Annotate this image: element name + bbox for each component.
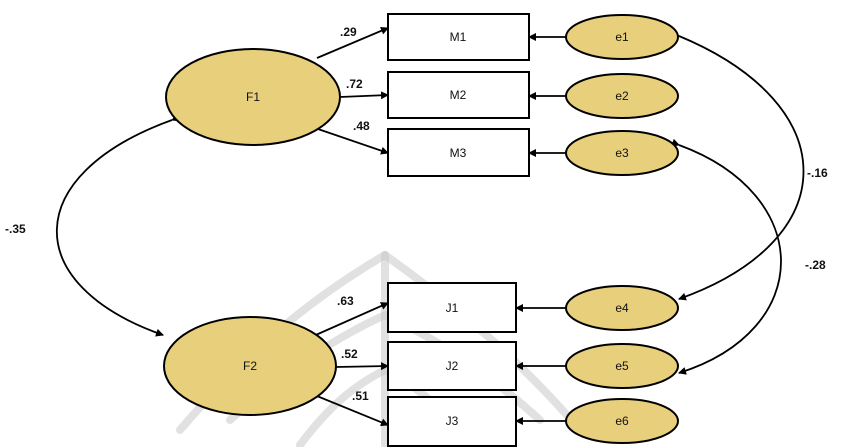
error-term-e4: e4 [565, 285, 679, 331]
observed-variable-m2: M2 [387, 71, 530, 119]
error-term-e1-label: e1 [615, 30, 629, 44]
loading-path-f1-m2 [339, 91, 389, 100]
latent-factor-f2: F2 [163, 316, 337, 416]
observed-variable-m2-label: M2 [450, 88, 467, 102]
loading-path-f2-j1 [308, 302, 389, 339]
loading-label-f1-m1: .29 [340, 25, 357, 39]
error-term-e3: e3 [565, 130, 679, 176]
error-term-e4-label: e4 [615, 301, 629, 315]
loading-path-f2-j2 [335, 362, 389, 371]
observed-variable-m1-label: M1 [450, 30, 467, 44]
latent-factor-f1: F1 [165, 48, 341, 146]
error-term-e1: e1 [565, 14, 679, 60]
covariance-label-f1-f2: -.35 [5, 222, 26, 236]
observed-variable-m1: M1 [387, 13, 530, 61]
covariance-label-e3-e5: -.28 [805, 258, 826, 272]
loading-label-f2-j1: .63 [337, 294, 354, 308]
observed-variable-j3-label: J3 [446, 414, 459, 428]
loading-label-f2-j2: .52 [341, 347, 358, 361]
loading-label-f2-j3: .51 [352, 389, 369, 403]
observed-variable-j2-label: J2 [446, 359, 459, 373]
error-term-e2-label: e2 [615, 89, 629, 103]
observed-variable-m3-label: M3 [450, 146, 467, 160]
covariance-arc-e1-e4 [671, 29, 805, 301]
error-term-e6: e6 [565, 398, 679, 444]
observed-variable-j3: J3 [387, 396, 517, 447]
covariance-arc-e3-e5 [671, 138, 782, 375]
error-term-e5: e5 [565, 343, 679, 389]
error-term-e5-label: e5 [615, 359, 629, 373]
observed-variable-j1-label: J1 [446, 301, 459, 315]
observed-variable-j2: J2 [387, 341, 517, 391]
loading-label-f1-m2: .72 [346, 77, 363, 91]
covariance-arc-f1-f2 [56, 113, 180, 337]
covariance-label-e1-e4: -.16 [807, 166, 828, 180]
error-term-e3-label: e3 [615, 146, 629, 160]
observed-variable-j1: J1 [387, 282, 517, 333]
loading-path-f1-m1 [316, 27, 389, 59]
error-term-e2: e2 [565, 73, 679, 119]
observed-variable-m3: M3 [387, 128, 530, 177]
loading-label-f1-m3: .48 [353, 119, 370, 133]
loading-path-f2-j3 [311, 393, 389, 427]
loading-path-f1-m3 [314, 127, 389, 155]
latent-factor-f2-label: F2 [243, 359, 257, 373]
error-term-e6-label: e6 [615, 414, 629, 428]
latent-factor-f1-label: F1 [246, 90, 260, 104]
